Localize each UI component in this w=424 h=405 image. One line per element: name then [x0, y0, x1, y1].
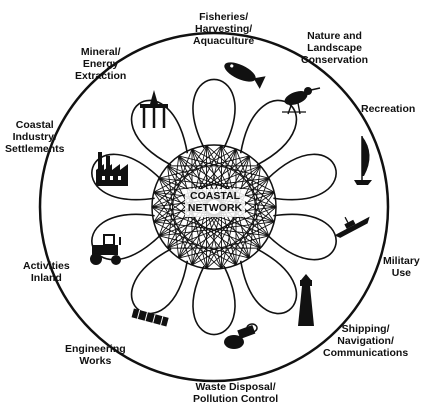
petal-loop — [193, 266, 235, 334]
bird-icon — [282, 87, 320, 114]
center-label-line-2: NETWORK — [155, 202, 275, 214]
petal-loop — [267, 214, 336, 259]
label-mineral: Mineral/ Energy Extraction — [75, 46, 126, 82]
label-waste: Waste Disposal/ Pollution Control — [193, 381, 278, 405]
fish-icon — [222, 58, 266, 88]
warship-icon — [329, 207, 372, 240]
label-engineering: Engineering Works — [65, 343, 126, 367]
label-nature: Nature and Landscape Conservation — [301, 30, 368, 66]
sailboat-icon — [354, 136, 372, 185]
label-fisheries: Fisheries/ Harvesting/ Aquaculture — [193, 11, 254, 47]
label-inland: Activities Inland — [23, 260, 70, 284]
center-label: COASTAL NETWORK — [155, 190, 275, 214]
label-military: Military Use — [383, 255, 420, 279]
breakwater-icon — [132, 309, 169, 327]
label-recreation: Recreation — [361, 103, 415, 115]
lighthouse-icon — [298, 274, 314, 326]
label-industry: Coastal Industry/ Settlements — [5, 119, 65, 155]
petal-loop — [267, 154, 336, 199]
label-shipping: Shipping/ Navigation/ Communications — [323, 323, 408, 359]
factory-icon — [96, 152, 128, 186]
center-label-line-1: COASTAL — [155, 190, 275, 202]
oil-rig-icon — [140, 90, 168, 128]
tractor-icon — [90, 235, 121, 265]
petal-loop — [193, 79, 235, 147]
